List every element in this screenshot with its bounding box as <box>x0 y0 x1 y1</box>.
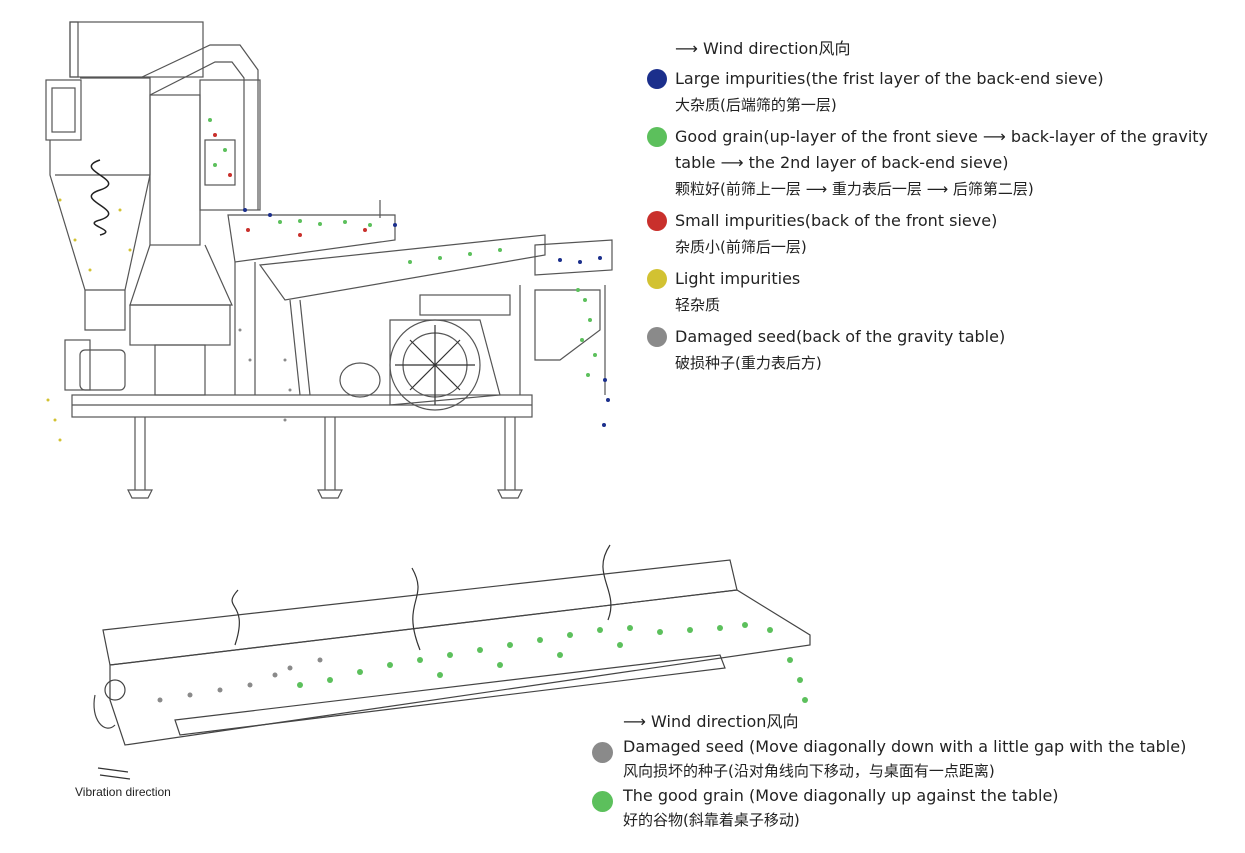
gray-dot-icon <box>647 327 667 347</box>
legend-en-cont: table ⟶ the 2nd layer of back-end sieve) <box>675 153 1009 172</box>
legend-zh: 好的谷物(斜靠着桌子移动) <box>623 811 800 829</box>
blue-dot-icon <box>647 69 667 89</box>
green-dot-icon <box>647 127 667 147</box>
legend-en: Good grain(up-layer of the front sieve ⟶… <box>675 127 1208 146</box>
legend-item-large-impurities: Large impurities(the frist layer of the … <box>640 66 1240 118</box>
wind-direction-label: ⟶ Wind direction风向 <box>675 39 851 58</box>
particle-dots <box>46 118 610 442</box>
legend-en: Small impurities(back of the front sieve… <box>675 211 998 230</box>
legend-en: Light impurities <box>675 269 801 288</box>
top-fan-box <box>69 21 204 78</box>
legend-en: Damaged seed (Move diagonally down with … <box>623 737 1187 756</box>
legend-item-damaged-seed: Damaged seed (Move diagonally down with … <box>586 734 1236 783</box>
wind-direction-label: ⟶ Wind direction风向 <box>623 712 799 731</box>
legend-item-damaged-seed: Damaged seed(back of the gravity table) … <box>640 324 1240 376</box>
legend-zh: 轻杂质 <box>675 296 721 314</box>
legend-en: Damaged seed(back of the gravity table) <box>675 327 1006 346</box>
gravity-table <box>258 234 546 301</box>
table-particles <box>157 622 808 703</box>
red-dot-icon <box>647 211 667 231</box>
legend-en: Large impurities(the frist layer of the … <box>675 69 1104 88</box>
leg <box>127 417 153 499</box>
legend-item-good-grain: Good grain(up-layer of the front sieve ⟶… <box>640 124 1240 202</box>
legend-zh: 颗粒好(前筛上一层 ⟶ 重力表后一层 ⟶ 后筛第二层) <box>675 180 1034 198</box>
legend-bottom: ⟶ Wind direction风向 Damaged seed (Move di… <box>586 710 1236 832</box>
base-frame <box>71 394 533 418</box>
gravity-table-detail <box>93 544 811 780</box>
yellow-dot-icon <box>647 269 667 289</box>
legend-item-good-grain: The good grain (Move diagonally up again… <box>586 783 1236 832</box>
legend-zh: 大杂质(后端筛的第一层) <box>675 96 837 114</box>
gray-dot-icon <box>592 742 613 763</box>
legend-top: ⟶ Wind direction风向 Large impurities(the … <box>640 38 1240 376</box>
front-sieve <box>227 214 396 263</box>
legend-zh: 杂质小(前筛后一层) <box>675 238 807 256</box>
legend-item-small-impurities: Small impurities(back of the front sieve… <box>640 208 1240 260</box>
elevator-column <box>149 94 201 246</box>
legend-zh: 破损种子(重力表后方) <box>675 354 822 372</box>
cyclone <box>49 77 151 291</box>
vibration-direction-label: Vibration direction <box>75 785 171 799</box>
legend-zh: 风向损坏的种子(沿对角线向下移动，与桌面有一点距离) <box>623 762 995 780</box>
legend-item-light-impurities: Light impurities 轻杂质 <box>640 266 1240 318</box>
back-sieve <box>534 239 613 276</box>
inlet-duct <box>45 79 82 141</box>
green-dot-icon <box>592 791 613 812</box>
legend-en: The good grain (Move diagonally up again… <box>623 786 1059 805</box>
